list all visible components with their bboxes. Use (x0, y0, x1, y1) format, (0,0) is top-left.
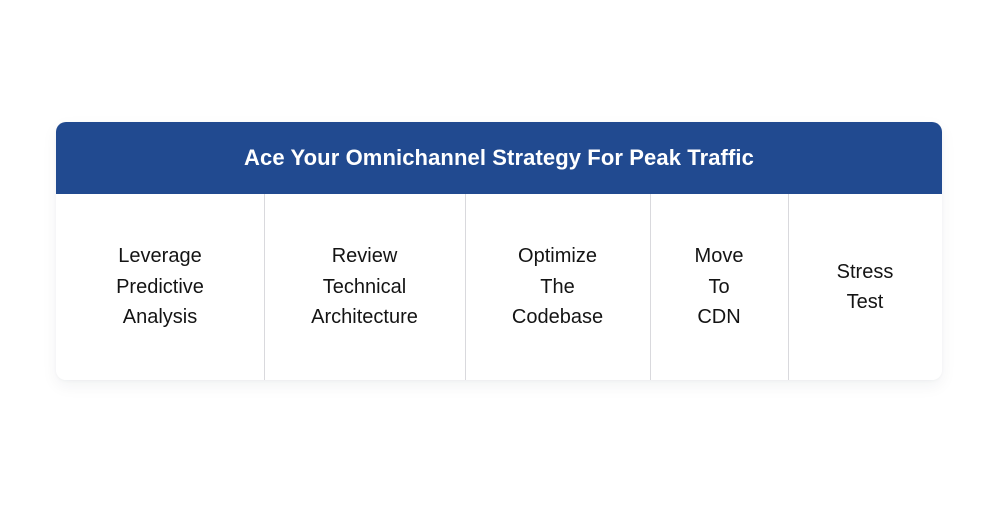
strategy-column-3-label: Optimize The Codebase (511, 245, 604, 329)
strategy-column-4: Move To CDN (650, 194, 788, 380)
strategy-column-1-label: Leverage Predictive Analysis (116, 245, 204, 329)
card-title: Ace Your Omnichannel Strategy For Peak T… (244, 144, 754, 170)
strategy-column-3: Optimize The Codebase (465, 194, 650, 380)
strategy-column-2: Review Technical Architecture (264, 194, 465, 380)
strategy-column-4-label: Move To CDN (694, 245, 744, 329)
strategy-column-5-label: Stress Test (836, 260, 894, 313)
card-header: Ace Your Omnichannel Strategy For Peak T… (56, 122, 942, 194)
card-body: Leverage Predictive Analysis Review Tech… (56, 194, 942, 380)
strategy-card: Ace Your Omnichannel Strategy For Peak T… (56, 122, 942, 380)
strategy-column-2-label: Review Technical Architecture (311, 245, 418, 329)
strategy-column-1: Leverage Predictive Analysis (56, 194, 264, 380)
strategy-column-5: Stress Test (788, 194, 942, 380)
